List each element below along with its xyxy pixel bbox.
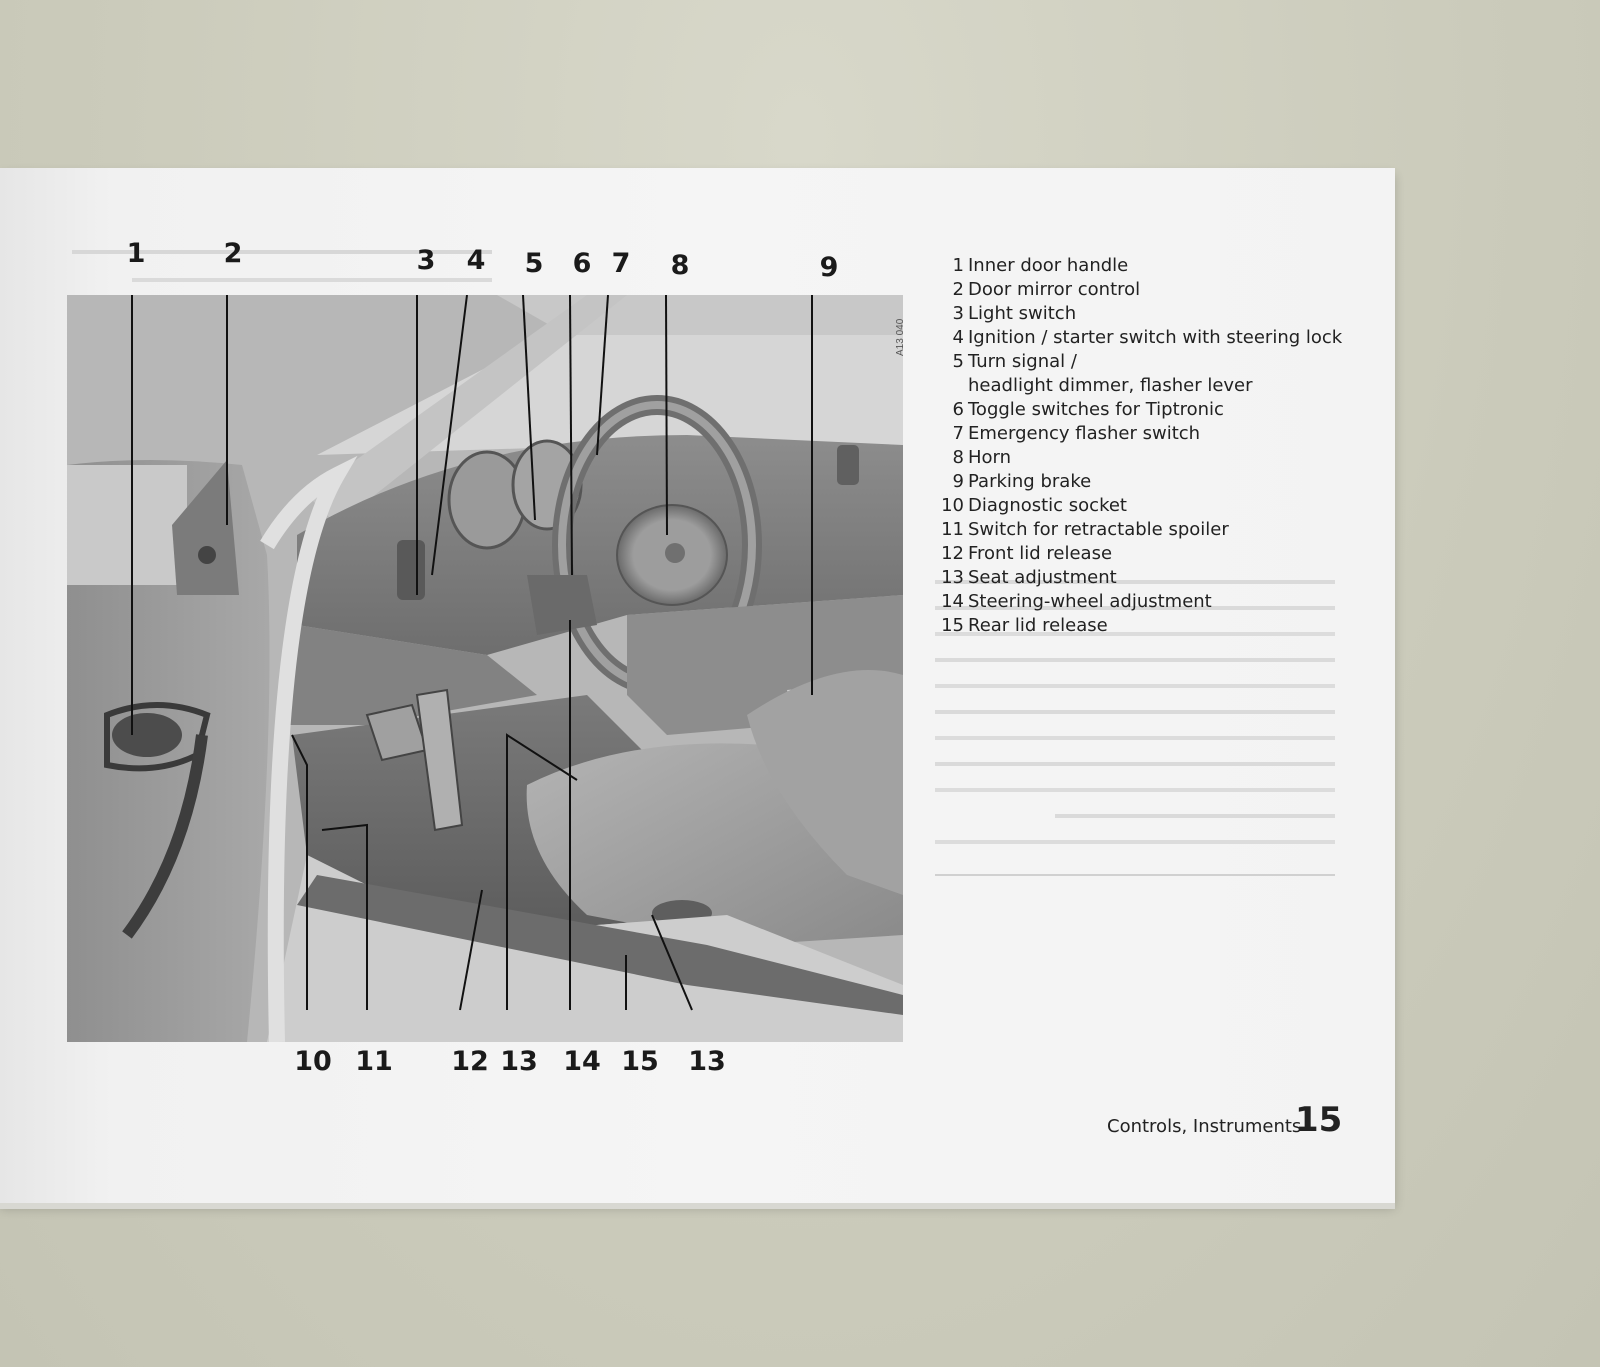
car-interior-illustration xyxy=(67,295,903,1042)
callout-12: 12 xyxy=(451,1046,489,1077)
callout-10: 10 xyxy=(294,1046,332,1077)
legend-number: 7 xyxy=(952,423,964,444)
legend-label: Turn signal / xyxy=(968,351,1077,372)
legend-number: 6 xyxy=(952,399,964,420)
page-edge xyxy=(0,1203,1395,1209)
page-number: 15 xyxy=(1295,1100,1343,1140)
legend-number: 10 xyxy=(941,495,964,516)
callout-9: 9 xyxy=(819,252,839,283)
legend-label: Switch for retractable spoiler xyxy=(968,519,1229,540)
callout-3: 3 xyxy=(416,245,436,276)
legend-number: 3 xyxy=(952,303,964,324)
callout-15: 15 xyxy=(621,1046,659,1077)
legend-number: 14 xyxy=(941,591,964,612)
callout-13: 13 xyxy=(500,1046,538,1077)
legend-label: Diagnostic socket xyxy=(968,495,1127,516)
legend-number: 9 xyxy=(952,471,964,492)
legend-number: 13 xyxy=(941,567,964,588)
legend-number: 15 xyxy=(941,615,964,636)
section-title: Controls, Instruments xyxy=(1107,1116,1302,1137)
legend-number: 2 xyxy=(952,279,964,300)
legend-label: Horn xyxy=(968,447,1012,468)
callout-1: 1 xyxy=(126,238,146,269)
legend-label: Ignition / starter switch with steering … xyxy=(968,327,1343,348)
callout-5: 5 xyxy=(524,248,544,279)
legend-label: Light switch xyxy=(968,303,1077,324)
legend-label: Front lid release xyxy=(968,543,1113,564)
callout-6: 6 xyxy=(572,248,592,279)
legend-number: 8 xyxy=(952,447,964,468)
callout-13b: 13 xyxy=(688,1046,726,1077)
legend-label: Parking brake xyxy=(968,471,1092,492)
legend-label: Seat adjustment xyxy=(968,567,1117,588)
callout-8: 8 xyxy=(670,250,690,281)
legend-item: headlight dimmer, flasher lever xyxy=(938,374,1358,398)
callout-14: 14 xyxy=(563,1046,601,1077)
callout-11: 11 xyxy=(355,1046,393,1077)
callout-2: 2 xyxy=(223,238,243,269)
callout-7: 7 xyxy=(611,248,631,279)
legend-label: Emergency flasher switch xyxy=(968,423,1201,444)
legend-label: headlight dimmer, flasher lever xyxy=(968,375,1253,396)
legend-label: Rear lid release xyxy=(968,615,1108,636)
legend-number: 4 xyxy=(952,327,964,348)
illustration-code: A13 040 xyxy=(895,318,906,356)
legend-number: 5 xyxy=(952,351,964,372)
legend-label: Steering-wheel adjustment xyxy=(968,591,1212,612)
legend-label: Inner door handle xyxy=(968,255,1129,276)
callout-4: 4 xyxy=(466,245,486,276)
legend-label: Door mirror control xyxy=(968,279,1141,300)
bleed-through-text-right xyxy=(935,520,1335,980)
legend-number: 12 xyxy=(941,543,964,564)
legend-number: 1 xyxy=(952,255,964,276)
legend-number: 11 xyxy=(941,519,964,540)
legend-label: Toggle switches for Tiptronic xyxy=(968,399,1224,420)
